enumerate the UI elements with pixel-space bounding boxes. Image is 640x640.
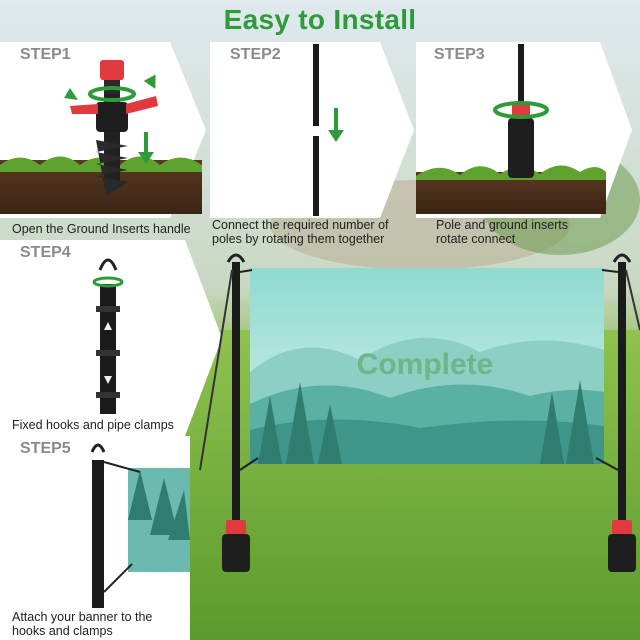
step3-label: STEP3 — [434, 46, 485, 63]
step5-label: STEP5 — [20, 440, 71, 457]
page-title: Easy to Install — [223, 4, 417, 35]
step4-label: STEP4 — [20, 244, 71, 261]
step1-caption: Open the Ground Inserts handle — [12, 222, 191, 236]
step2-caption-line2: poles by rotating them together — [212, 232, 385, 246]
step5-caption-line2: hooks and clamps — [12, 624, 113, 638]
step2-caption-line1: Connect the required number of — [212, 218, 389, 232]
step2-panel — [210, 42, 414, 218]
step1-label: STEP1 — [20, 46, 71, 63]
step3-caption-line2: rotate connect — [436, 232, 516, 246]
step5-caption-line1: Attach your banner to the — [12, 610, 153, 624]
step2-label: STEP2 — [230, 46, 281, 63]
complete-label: Complete — [356, 348, 494, 381]
step4-caption: Fixed hooks and pipe clamps — [12, 418, 174, 432]
step3-caption-line1: Pole and ground inserts — [436, 218, 569, 232]
